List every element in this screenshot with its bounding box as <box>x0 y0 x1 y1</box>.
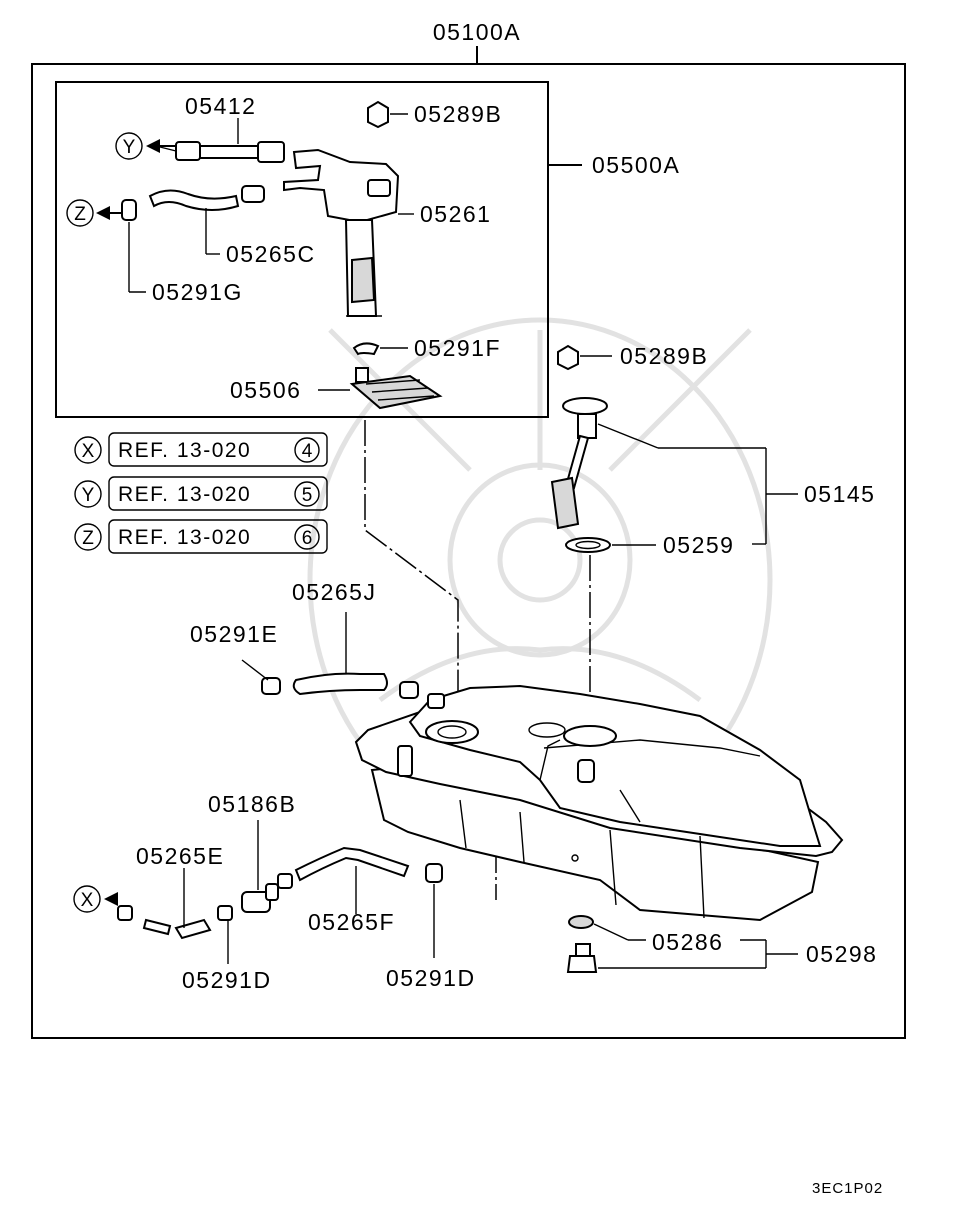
label-clamp-d-left: 05291D <box>182 967 272 993</box>
connector-y: Y <box>115 132 176 160</box>
svg-text:REF. 13-020: REF. 13-020 <box>118 439 251 462</box>
svg-text:4: 4 <box>302 441 313 462</box>
label-filter: 05506 <box>230 377 301 403</box>
label-pipe: 05412 <box>185 93 256 119</box>
fuel-pipe <box>159 141 285 163</box>
svg-text:Z: Z <box>74 204 86 225</box>
drain-plug <box>566 943 766 973</box>
label-pump-module: 05261 <box>420 201 491 227</box>
label-clamp-g: 05291G <box>152 279 243 305</box>
svg-text:REF. 13-020: REF. 13-020 <box>118 483 251 506</box>
svg-text:X: X <box>81 890 94 911</box>
nut-top <box>367 100 408 129</box>
fuel-tank <box>354 684 844 922</box>
svg-text:REF. 13-020: REF. 13-020 <box>118 526 251 549</box>
hose-e <box>142 918 212 940</box>
svg-text:5: 5 <box>302 485 313 506</box>
pump-module <box>283 148 400 317</box>
hose-j <box>292 672 445 709</box>
label-plug-set: 05298 <box>806 941 877 967</box>
clamp-d-mid <box>425 863 443 883</box>
connector-x: X <box>73 885 133 921</box>
ref-row-z: Z REF. 13-020 6 <box>74 519 328 554</box>
label-nut-top: 05289B <box>414 101 502 127</box>
label-hose-e: 05265E <box>136 843 224 869</box>
fuel-gauge-unit <box>550 397 608 530</box>
ref-row-x: X REF. 13-020 4 <box>74 432 328 467</box>
nut-right <box>557 344 612 371</box>
filter-location-line <box>364 420 459 705</box>
label-clamp-d-mid: 05291D <box>386 965 476 991</box>
clip-f <box>352 342 408 356</box>
label-main-assembly: 05100A <box>433 19 521 45</box>
clamp-e <box>261 677 281 695</box>
washer <box>568 915 646 941</box>
inner-frame <box>55 81 549 418</box>
hose-c <box>148 185 265 211</box>
label-nut-right: 05289B <box>620 343 708 369</box>
diagram-code: 3EC1P02 <box>812 1180 883 1197</box>
fuel-filter <box>349 367 443 410</box>
label-clamp-e: 05291E <box>190 621 278 647</box>
hose-f <box>277 846 410 889</box>
svg-text:Y: Y <box>82 485 95 506</box>
label-hose-c: 05265C <box>226 241 316 267</box>
gasket <box>565 537 656 553</box>
label-valve: 05186B <box>208 791 296 817</box>
svg-text:Z: Z <box>82 528 94 549</box>
svg-text:6: 6 <box>302 528 313 549</box>
label-clip-f: 05291F <box>414 335 501 361</box>
svg-text:Y: Y <box>123 137 136 158</box>
connector-z: Z <box>66 199 137 227</box>
label-gasket: 05259 <box>663 532 734 558</box>
svg-text:X: X <box>82 441 95 462</box>
outer-frame <box>31 63 906 1039</box>
label-gauge-unit: 05145 <box>804 481 875 507</box>
label-hose-j: 05265J <box>292 579 376 605</box>
valve <box>217 883 279 921</box>
label-washer: 05286 <box>652 929 723 955</box>
label-hose-f: 05265F <box>308 909 395 935</box>
ref-row-y: Y REF. 13-020 5 <box>74 476 328 511</box>
label-pump-assembly: 05500A <box>592 152 680 178</box>
